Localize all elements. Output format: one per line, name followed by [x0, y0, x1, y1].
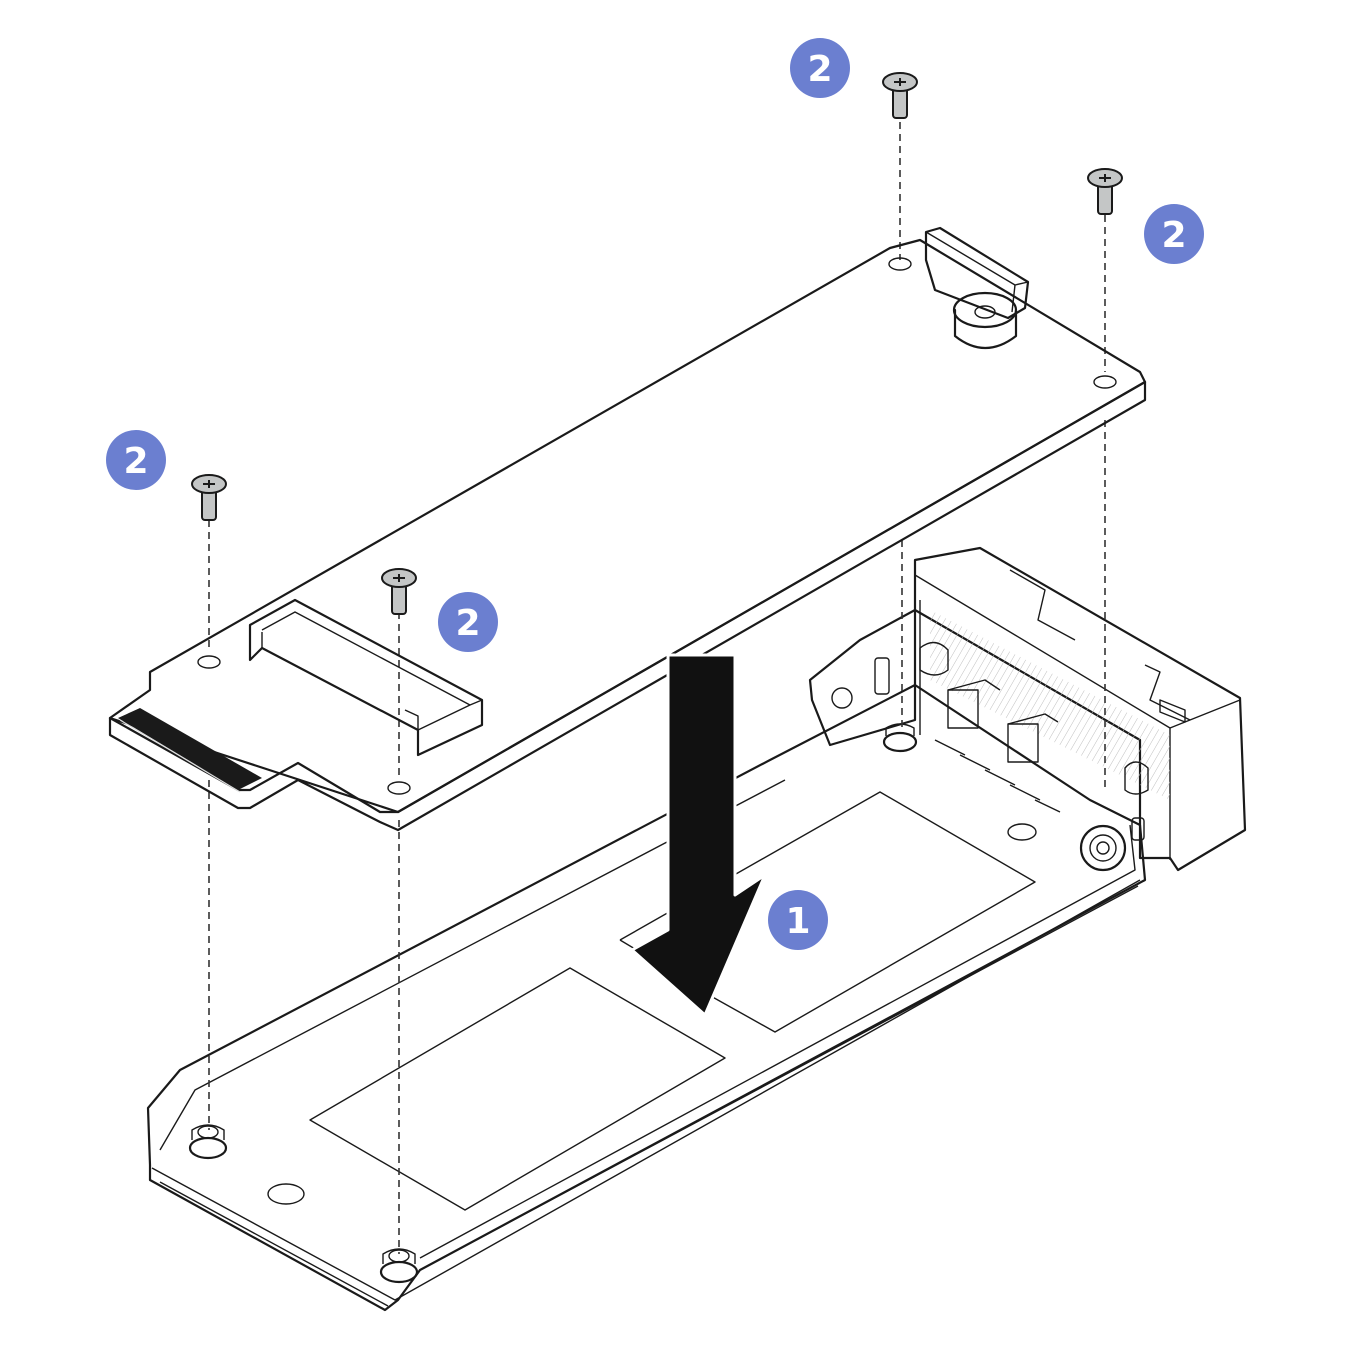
m2-slot-connector: [248, 598, 484, 757]
m2-tray: [146, 546, 1247, 1312]
m2-adapter-board: [108, 226, 1147, 832]
step-callout-2: 2: [787, 35, 853, 101]
step-callout-label: 1: [785, 901, 810, 942]
screw-icon: [882, 72, 918, 119]
step-callout-label: 2: [1161, 215, 1186, 256]
screw-icon: [191, 474, 227, 521]
retainer-latch: [924, 226, 1030, 349]
alignment-guides: [208, 122, 1106, 1254]
tray-standoff-front-right: [379, 1248, 419, 1284]
screw-icon: [1087, 168, 1123, 215]
step-callout-label: 2: [455, 603, 480, 644]
tray-standoff-rear: [882, 723, 918, 753]
step-callout-1: 1: [765, 887, 831, 953]
step-callout-2: 2: [435, 589, 501, 655]
step-callout-2: 2: [103, 427, 169, 493]
edge-connector: [118, 708, 262, 793]
callouts: 2 2 2 2 1: [103, 35, 1207, 953]
screw-icon: [381, 568, 417, 615]
tray-standoff-front-left: [188, 1124, 228, 1160]
step-callout-label: 2: [807, 49, 832, 90]
step-callout-label: 2: [123, 441, 148, 482]
down-arrow-icon: [630, 653, 767, 1017]
step-callout-2: 2: [1141, 201, 1207, 267]
